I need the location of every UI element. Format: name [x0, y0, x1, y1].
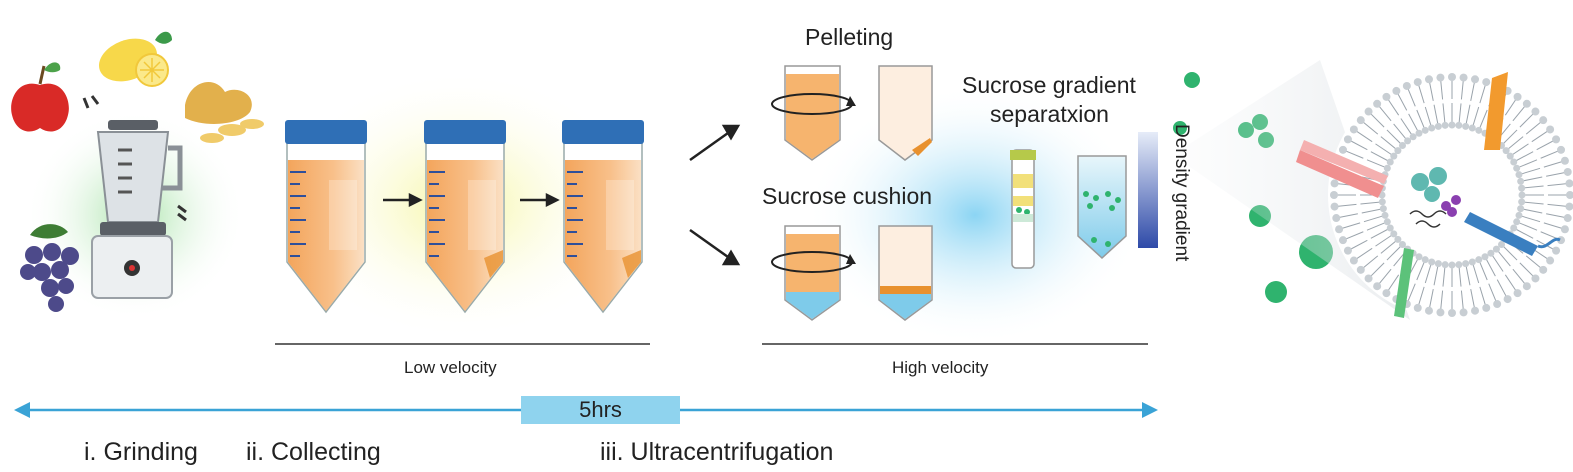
density-gradient-wedge — [1138, 132, 1158, 248]
density-gradient-label: Density gradient — [1171, 124, 1192, 262]
lemon-icon — [98, 31, 172, 87]
gradient-tube — [1010, 149, 1036, 269]
ginger-icon — [185, 82, 264, 143]
blender-icon — [82, 95, 187, 299]
low-velocity-label: Low velocity — [404, 358, 497, 377]
collection-tube-3 — [562, 120, 644, 314]
cushion-tube-2 — [878, 225, 933, 321]
sucrose-gradient-label-line1: Sucrose gradient — [962, 72, 1136, 98]
sucrose-cushion-label: Sucrose cushion — [762, 183, 933, 209]
pelleting-tube-2 — [878, 65, 933, 161]
arrow-icon — [689, 124, 741, 266]
grapes-icon — [20, 224, 79, 312]
cushion-tube-1 — [771, 225, 856, 321]
step-ultracentrifugation-label: iii. Ultracentrifugation — [600, 438, 834, 466]
step-collecting-label: ii. Collecting — [246, 438, 381, 466]
extracellular-vesicle-icon — [1296, 71, 1573, 319]
pelleting-tube-1 — [771, 65, 856, 161]
collection-tubes — [285, 120, 644, 314]
collection-tube-2 — [424, 120, 506, 314]
gradient-separation-tube — [1077, 155, 1127, 260]
arrow-icon — [383, 192, 560, 208]
duration-badge: 5hrs — [521, 396, 680, 424]
collection-tube-1 — [285, 120, 367, 314]
pelleting-label: Pelleting — [805, 24, 894, 50]
apple-icon — [11, 62, 69, 132]
high-velocity-label: High velocity — [892, 358, 989, 377]
sucrose-gradient-label-line2: separatxion — [990, 101, 1109, 127]
step-grinding-label: i. Grinding — [84, 438, 198, 466]
